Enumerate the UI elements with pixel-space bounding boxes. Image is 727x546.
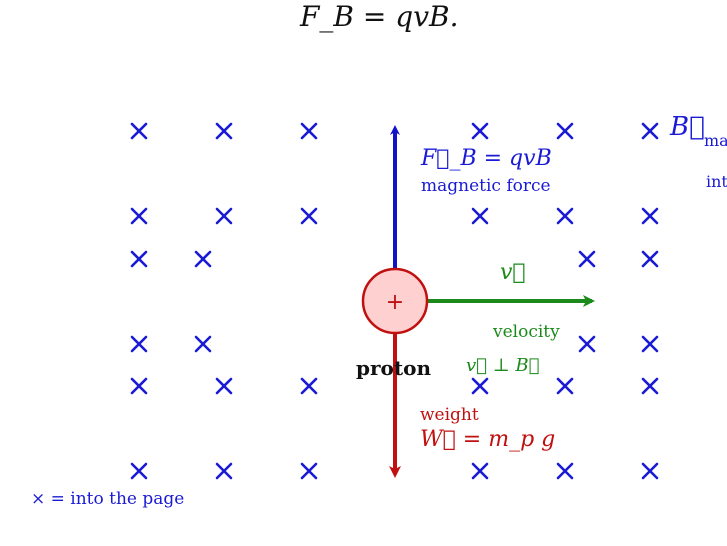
velocity-label: velocity	[493, 322, 560, 342]
field-cross-icon	[194, 335, 212, 353]
field-cross-icon	[130, 207, 148, 225]
field-cross-icon	[578, 250, 596, 268]
field-cross-icon	[641, 122, 659, 140]
field-cross-icon	[471, 462, 489, 480]
title-equation-text: F_B = qvB.	[300, 0, 459, 33]
field-note-line2: int	[706, 172, 727, 191]
field-cross-icon	[300, 207, 318, 225]
legend-into-page: × = into the page	[31, 489, 185, 509]
field-symbol: B⃗	[670, 112, 705, 142]
field-crosses	[130, 122, 659, 480]
field-cross-icon	[300, 462, 318, 480]
field-cross-icon	[641, 377, 659, 395]
field-cross-icon	[471, 122, 489, 140]
field-cross-icon	[215, 207, 233, 225]
field-cross-icon	[641, 207, 659, 225]
field-cross-icon	[556, 207, 574, 225]
weight-label: weight	[420, 405, 479, 425]
field-cross-icon	[471, 207, 489, 225]
field-cross-icon	[130, 250, 148, 268]
field-cross-icon	[578, 335, 596, 353]
magnetic-force-label: magnetic force	[421, 176, 551, 196]
field-note-line1: ma	[704, 131, 727, 150]
field-cross-icon	[215, 377, 233, 395]
field-cross-icon	[130, 377, 148, 395]
field-cross-icon	[130, 335, 148, 353]
field-cross-icon	[556, 377, 574, 395]
velocity-perpendicular-note: v⃗ ⊥ B⃗	[466, 355, 540, 376]
field-cross-icon	[300, 122, 318, 140]
field-cross-icon	[556, 462, 574, 480]
proton-charge-sign: +	[386, 290, 404, 315]
magnetic-force-equation: F⃗_B = qvB	[421, 146, 552, 171]
proton-label: proton	[356, 356, 431, 380]
field-cross-icon	[471, 377, 489, 395]
field-cross-icon	[215, 462, 233, 480]
proton-circle	[361, 267, 429, 335]
title-equation: F_B = qvB.	[300, 0, 458, 33]
field-cross-icon	[556, 122, 574, 140]
field-cross-icon	[130, 122, 148, 140]
weight-equation: W⃗ = m_p g	[420, 427, 556, 452]
field-cross-icon	[641, 335, 659, 353]
field-cross-icon	[194, 250, 212, 268]
field-cross-icon	[215, 122, 233, 140]
field-cross-icon	[641, 462, 659, 480]
field-cross-icon	[300, 377, 318, 395]
field-cross-icon	[130, 462, 148, 480]
field-cross-icon	[641, 250, 659, 268]
velocity-symbol: v⃗	[500, 260, 526, 285]
